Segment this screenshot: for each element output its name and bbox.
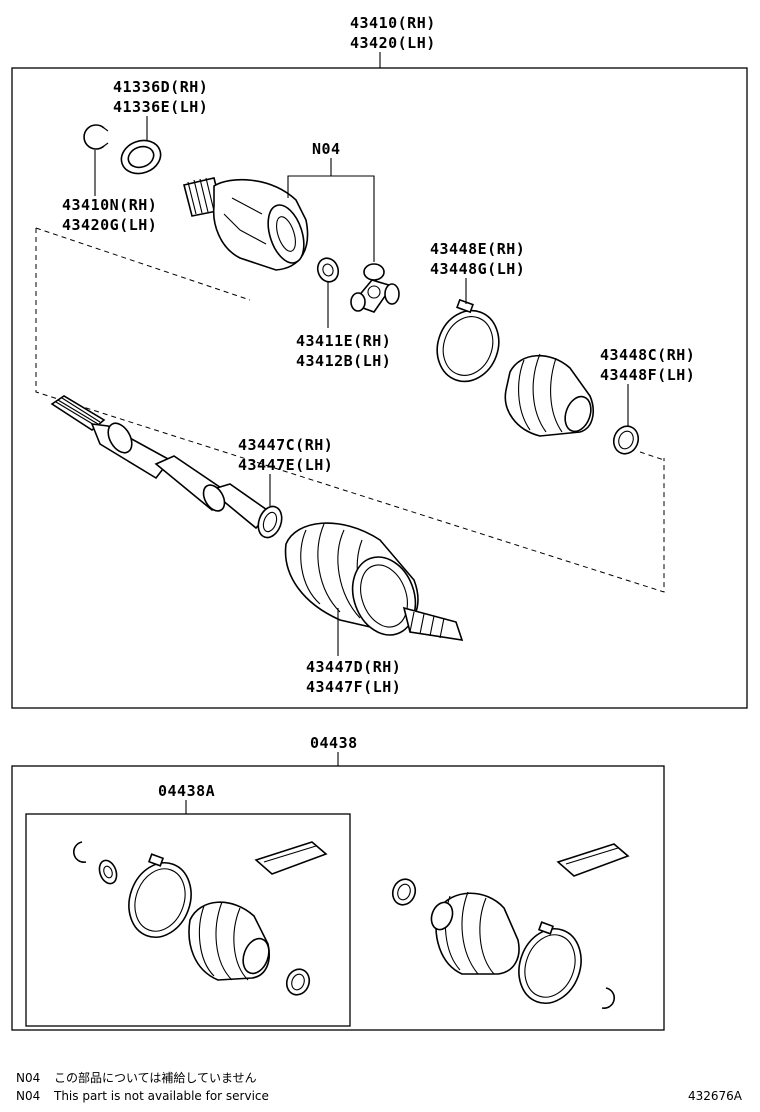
kit-small-ring-icon	[98, 859, 118, 885]
assembly-dashed-outline	[35, 228, 665, 593]
snap-ring-label-lh: 43412B(LH)	[296, 352, 391, 370]
assembly-label-rh: 43410(RH)	[350, 14, 436, 32]
diagram-id: 432676A	[688, 1089, 743, 1103]
assembly-dashed-right	[639, 451, 665, 461]
note-code-ja: N04	[16, 1071, 40, 1085]
kit-sub-frame	[25, 813, 351, 1027]
dust-seal-label-lh: 41336E(LH)	[113, 98, 208, 116]
inboard-clamp-label-lh: 43448G(LH)	[430, 260, 525, 278]
snap-ring-ends-icon	[103, 127, 109, 147]
note-text-en: This part is not available for service	[53, 1089, 269, 1103]
kit-snap-ring-icon	[73, 841, 87, 863]
inboard-joint-label-lh: 43420G(LH)	[62, 216, 157, 234]
outboard-clamp-label-rh: 43447C(RH)	[238, 436, 333, 454]
outboard-boot-label-lh: 43447F(LH)	[306, 678, 401, 696]
outboard-clamp-label-lh: 43447E(LH)	[238, 456, 333, 474]
kit-frame	[11, 765, 665, 1031]
small-clamp-label-rh: 43448C(RH)	[600, 346, 695, 364]
kit-right-snap-ring-icon	[601, 987, 615, 1009]
kit-large-clamp-icon	[128, 853, 192, 938]
note-code-en: N04	[16, 1089, 40, 1103]
inboard-clamp-icon	[436, 298, 500, 383]
inboard-small-clamp-icon	[612, 425, 640, 455]
kit-right-grease-pack-icon	[556, 843, 630, 877]
snap-ring-label-rh: 43411E(RH)	[296, 332, 391, 350]
small-clamp-label-lh: 43448F(LH)	[600, 366, 695, 384]
small-snap-ring-icon	[316, 257, 340, 283]
dust-seal-label-rh: 41336D(RH)	[113, 78, 208, 96]
kit-grease-pack-icon	[254, 841, 328, 875]
group-code-label: N04	[312, 140, 341, 158]
kit-right-boot-icon	[430, 891, 520, 975]
kit-right-small-clamp-icon	[391, 878, 417, 906]
dust-seal-icon	[120, 139, 162, 175]
kit-boot-icon	[188, 901, 270, 981]
kit-sub-label: 04438A	[158, 782, 215, 800]
inboard-boot-icon	[504, 353, 594, 437]
inboard-joint-label-rh: 43410N(RH)	[62, 196, 157, 214]
inboard-clamp-label-rh: 43448E(RH)	[430, 240, 525, 258]
assembly-dashed-upper	[35, 227, 251, 301]
outboard-clamp-icon	[257, 505, 283, 539]
assembly-frame	[11, 67, 748, 709]
kit-label: 04438	[310, 734, 358, 752]
inboard-joint-housing-icon	[183, 177, 309, 271]
outboard-boot-icon	[284, 522, 464, 641]
kit-right-large-clamp-icon	[518, 921, 582, 1004]
snap-ring-icon	[83, 124, 105, 150]
kit-small-clamp-icon	[285, 968, 311, 996]
note-text-ja: この部品については補給していません	[54, 1070, 257, 1085]
assembly-label-lh: 43420(LH)	[350, 34, 436, 52]
outboard-boot-label-rh: 43447D(RH)	[306, 658, 401, 676]
tripod-joint-icon	[350, 263, 400, 313]
